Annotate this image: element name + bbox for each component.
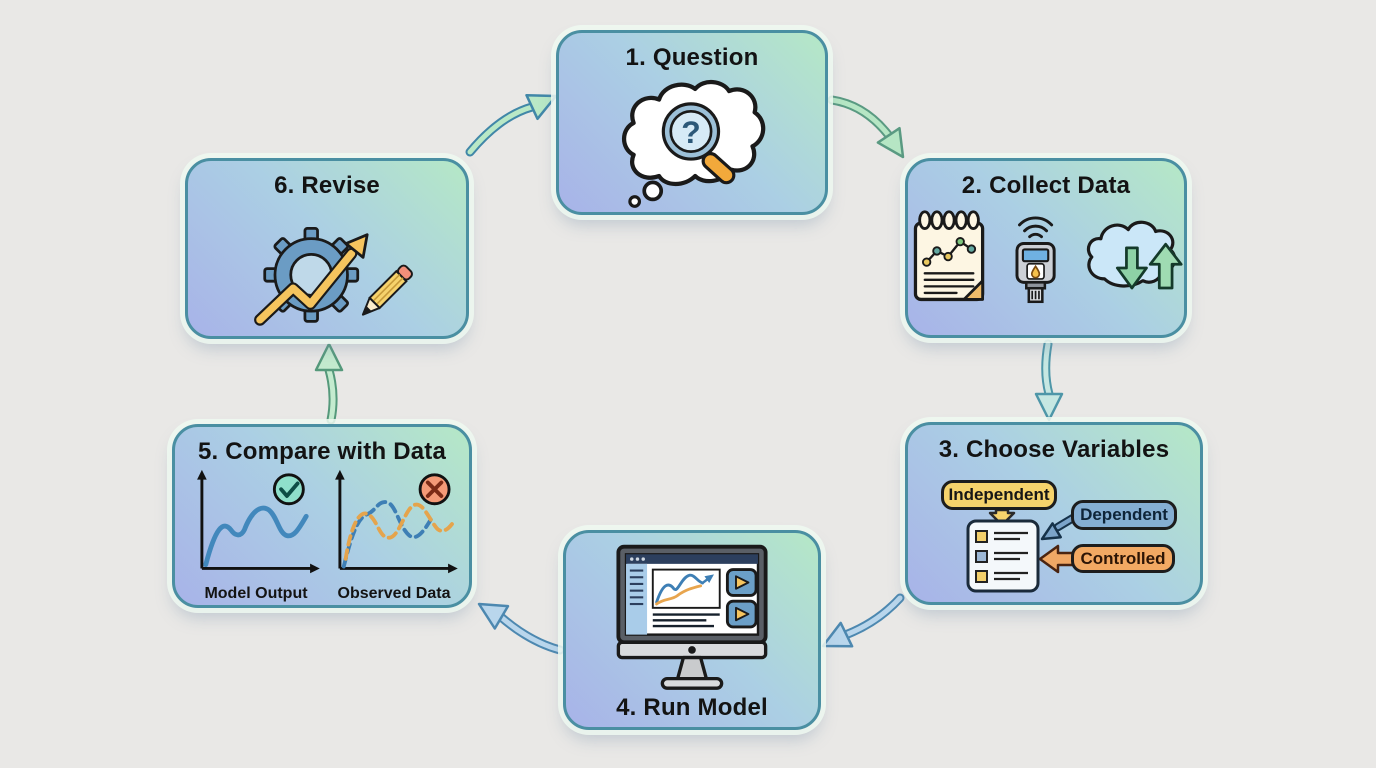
thought-cloud-magnifier-icon: ?: [621, 79, 766, 208]
step-box-revise: 6. Revise: [185, 158, 469, 339]
arrow-collect-to-variables: [1034, 339, 1064, 422]
independent-arrow-icon: [988, 508, 1016, 527]
svg-text:?: ?: [681, 114, 700, 150]
axis-label-model-output: Model Output: [204, 585, 308, 602]
step-box-compare-with-data: 5. Compare with Data Model Output: [172, 424, 472, 608]
model-output-panel: Model Output: [187, 468, 325, 603]
axis-label-observed-data: Observed Data: [337, 585, 451, 602]
step-box-collect-data: 2. Collect Data: [905, 158, 1187, 338]
variable-tag-controlled: Controlled: [1071, 544, 1175, 573]
trend-arrow-icon: [254, 233, 369, 326]
gear-trend-arrow-pencil-icon: [254, 226, 413, 326]
computer-monitor-icon: [616, 544, 768, 690]
arrow-compare-to-revise: [314, 342, 344, 425]
arrow-run-to-compare: [477, 602, 565, 655]
model-output-chart-icon: [197, 469, 320, 574]
pencil-icon: [361, 264, 413, 316]
variable-tag-dependent: Dependent: [1071, 500, 1177, 530]
step-box-run-model: 4. Run Model: [563, 530, 821, 730]
cloud-sync-icon: [1087, 220, 1183, 290]
arrow-revise-to-question: [465, 93, 558, 157]
check-circle-icon: [272, 473, 305, 506]
sensor-device-icon: [1015, 216, 1056, 304]
step-title: 5. Compare with Data: [197, 438, 447, 465]
arrow-variables-to-run: [821, 593, 905, 648]
variable-tag-independent: Independent: [941, 480, 1057, 510]
checklist-icon: [966, 508, 1083, 593]
step-title: 4. Run Model: [616, 694, 768, 721]
step-box-choose-variables: 3. Choose Variables Independent Dependen…: [905, 422, 1203, 605]
step-box-question: 1. Question ?: [556, 30, 828, 215]
notepad-chart-icon: [913, 210, 985, 302]
step-title: 2. Collect Data: [961, 172, 1131, 199]
step-title: 3. Choose Variables: [938, 436, 1170, 463]
arrow-question-to-collect: [827, 95, 905, 159]
observed-data-panel: Observed Data: [325, 468, 463, 603]
observed-data-chart-icon: [335, 469, 458, 574]
step-title: 6. Revise: [274, 172, 380, 199]
step-title: 1. Question: [625, 44, 759, 71]
